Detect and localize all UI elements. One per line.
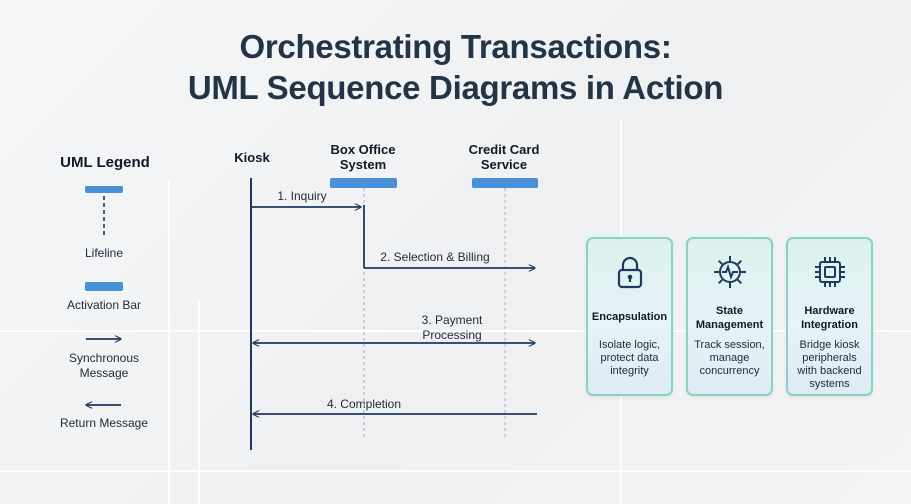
card-state-management: State Management Track session, manage c… [686, 237, 773, 396]
credit-card-activation-bar [472, 178, 538, 188]
legend-activation-sample [85, 282, 123, 291]
gear-pulse-icon [714, 256, 746, 288]
card-description: Bridge kiosk peripherals with backend sy… [797, 339, 862, 390]
background-line [0, 330, 911, 332]
page-title: Orchestrating Transactions: UML Sequence… [0, 26, 911, 108]
legend-sync-label: Synchronous Message [68, 351, 140, 380]
card-title: Encapsulation [591, 311, 668, 323]
legend-lifeline-label: Lifeline [84, 246, 124, 260]
card-title: Hardware Integration [801, 305, 858, 331]
background-line [0, 470, 911, 472]
box-office-activation-bar [330, 178, 397, 188]
card-hardware-integration: Hardware Integration Bridge kiosk periph… [786, 237, 873, 396]
message-1-label: 1. Inquiry [277, 189, 327, 203]
legend-return-label: Return Message [59, 416, 149, 430]
legend-title: UML Legend [60, 154, 150, 171]
card-encapsulation: Encapsulation Isolate logic, protect dat… [586, 237, 673, 396]
message-3-label: 3. Payment Processing [421, 313, 483, 342]
legend-activation-sample-top [85, 186, 123, 193]
actor-box-office: Box Office System [330, 142, 396, 172]
background-line [168, 180, 170, 504]
legend-activation-label: Activation Bar [66, 298, 142, 312]
actor-kiosk: Kiosk [234, 150, 270, 165]
microchip-icon [815, 257, 845, 287]
background-line [198, 300, 200, 504]
actor-credit-card: Credit Card Service [468, 142, 540, 172]
card-title: State Management [695, 305, 764, 331]
card-description: Isolate logic, protect data integrity [598, 339, 661, 377]
padlock-icon [617, 256, 643, 289]
message-2-label: 2. Selection & Billing [380, 250, 490, 264]
title-line-1: Orchestrating Transactions: [239, 28, 672, 65]
card-description: Track session, manage concurrency [694, 339, 765, 377]
title-line-2: UML Sequence Diagrams in Action [187, 69, 724, 106]
